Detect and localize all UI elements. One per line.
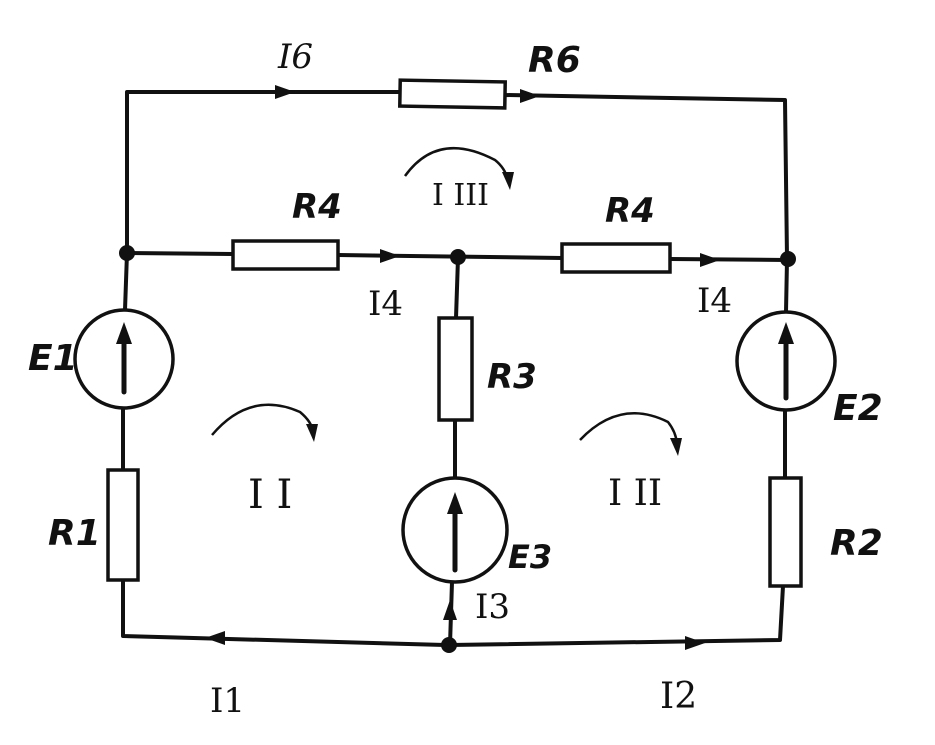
label-r3: R3 (487, 357, 537, 397)
source-e3 (401, 476, 509, 584)
label-i4-right: I4 (697, 281, 732, 321)
source-e1 (73, 308, 175, 410)
wire-mid-left (125, 251, 235, 256)
arrow-i3 (443, 600, 457, 620)
wire-mid-center (336, 253, 564, 260)
label-loop-ii: I II (608, 473, 662, 514)
wire-right-bottom (448, 584, 785, 647)
resistor-r3 (437, 316, 474, 422)
nodes (119, 245, 796, 653)
node-right (780, 251, 796, 267)
label-r4-left: R4 (292, 187, 342, 227)
label-r2: R2 (830, 523, 883, 564)
source-e2 (735, 310, 837, 412)
label-e1: E1 (28, 338, 78, 379)
loop-arc-i (211, 403, 318, 442)
current-arrows (205, 85, 720, 650)
current-labels: I6 I4 I4 I3 I1 I2 (210, 37, 732, 721)
label-i1: I1 (210, 681, 245, 721)
wire-left-bottom (121, 578, 447, 647)
label-i2: I2 (660, 676, 697, 717)
wire-top-right (503, 93, 789, 260)
arrow-i4-right (700, 253, 720, 267)
resistor-r4-right (560, 242, 672, 274)
label-loop-i: I I (248, 472, 292, 518)
resistors (106, 78, 803, 588)
label-i4-left: I4 (368, 284, 403, 324)
arrow-i4-left (380, 249, 400, 263)
arrow-i1 (205, 631, 225, 645)
loop-arc-ii (579, 412, 682, 456)
label-e3: E3 (508, 538, 552, 576)
loop-arc-iii (403, 146, 514, 190)
label-r4-right: R4 (605, 191, 655, 231)
wire-left-top (123, 251, 129, 312)
label-r6: R6 (528, 40, 581, 81)
loop-arcs (211, 146, 682, 456)
element-labels: R6 R4 R4 R3 R1 R2 E1 E2 E3 (28, 40, 883, 576)
loop-labels: I III I I I II (248, 178, 662, 518)
wires (121, 90, 789, 647)
node-left (119, 245, 135, 261)
wire-right-top (784, 258, 789, 314)
arrow-i6 (275, 85, 295, 99)
node-center (450, 249, 466, 265)
resistor-r4-left (231, 239, 340, 271)
sources (73, 308, 837, 584)
label-r1: R1 (48, 513, 101, 554)
resistor-r1 (106, 468, 140, 582)
node-bottom (441, 637, 457, 653)
label-e2: E2 (833, 388, 883, 429)
label-i6: I6 (277, 37, 313, 77)
resistor-r2 (768, 476, 803, 588)
resistor-r6 (398, 78, 507, 110)
arrow-i2 (685, 636, 705, 650)
label-i3: I3 (475, 587, 510, 627)
wire-top (125, 90, 402, 255)
label-loop-iii: I III (432, 178, 489, 213)
wire-mid-right (668, 257, 789, 262)
arrow-r6-exit (520, 89, 540, 103)
wire-center-top (454, 256, 460, 320)
